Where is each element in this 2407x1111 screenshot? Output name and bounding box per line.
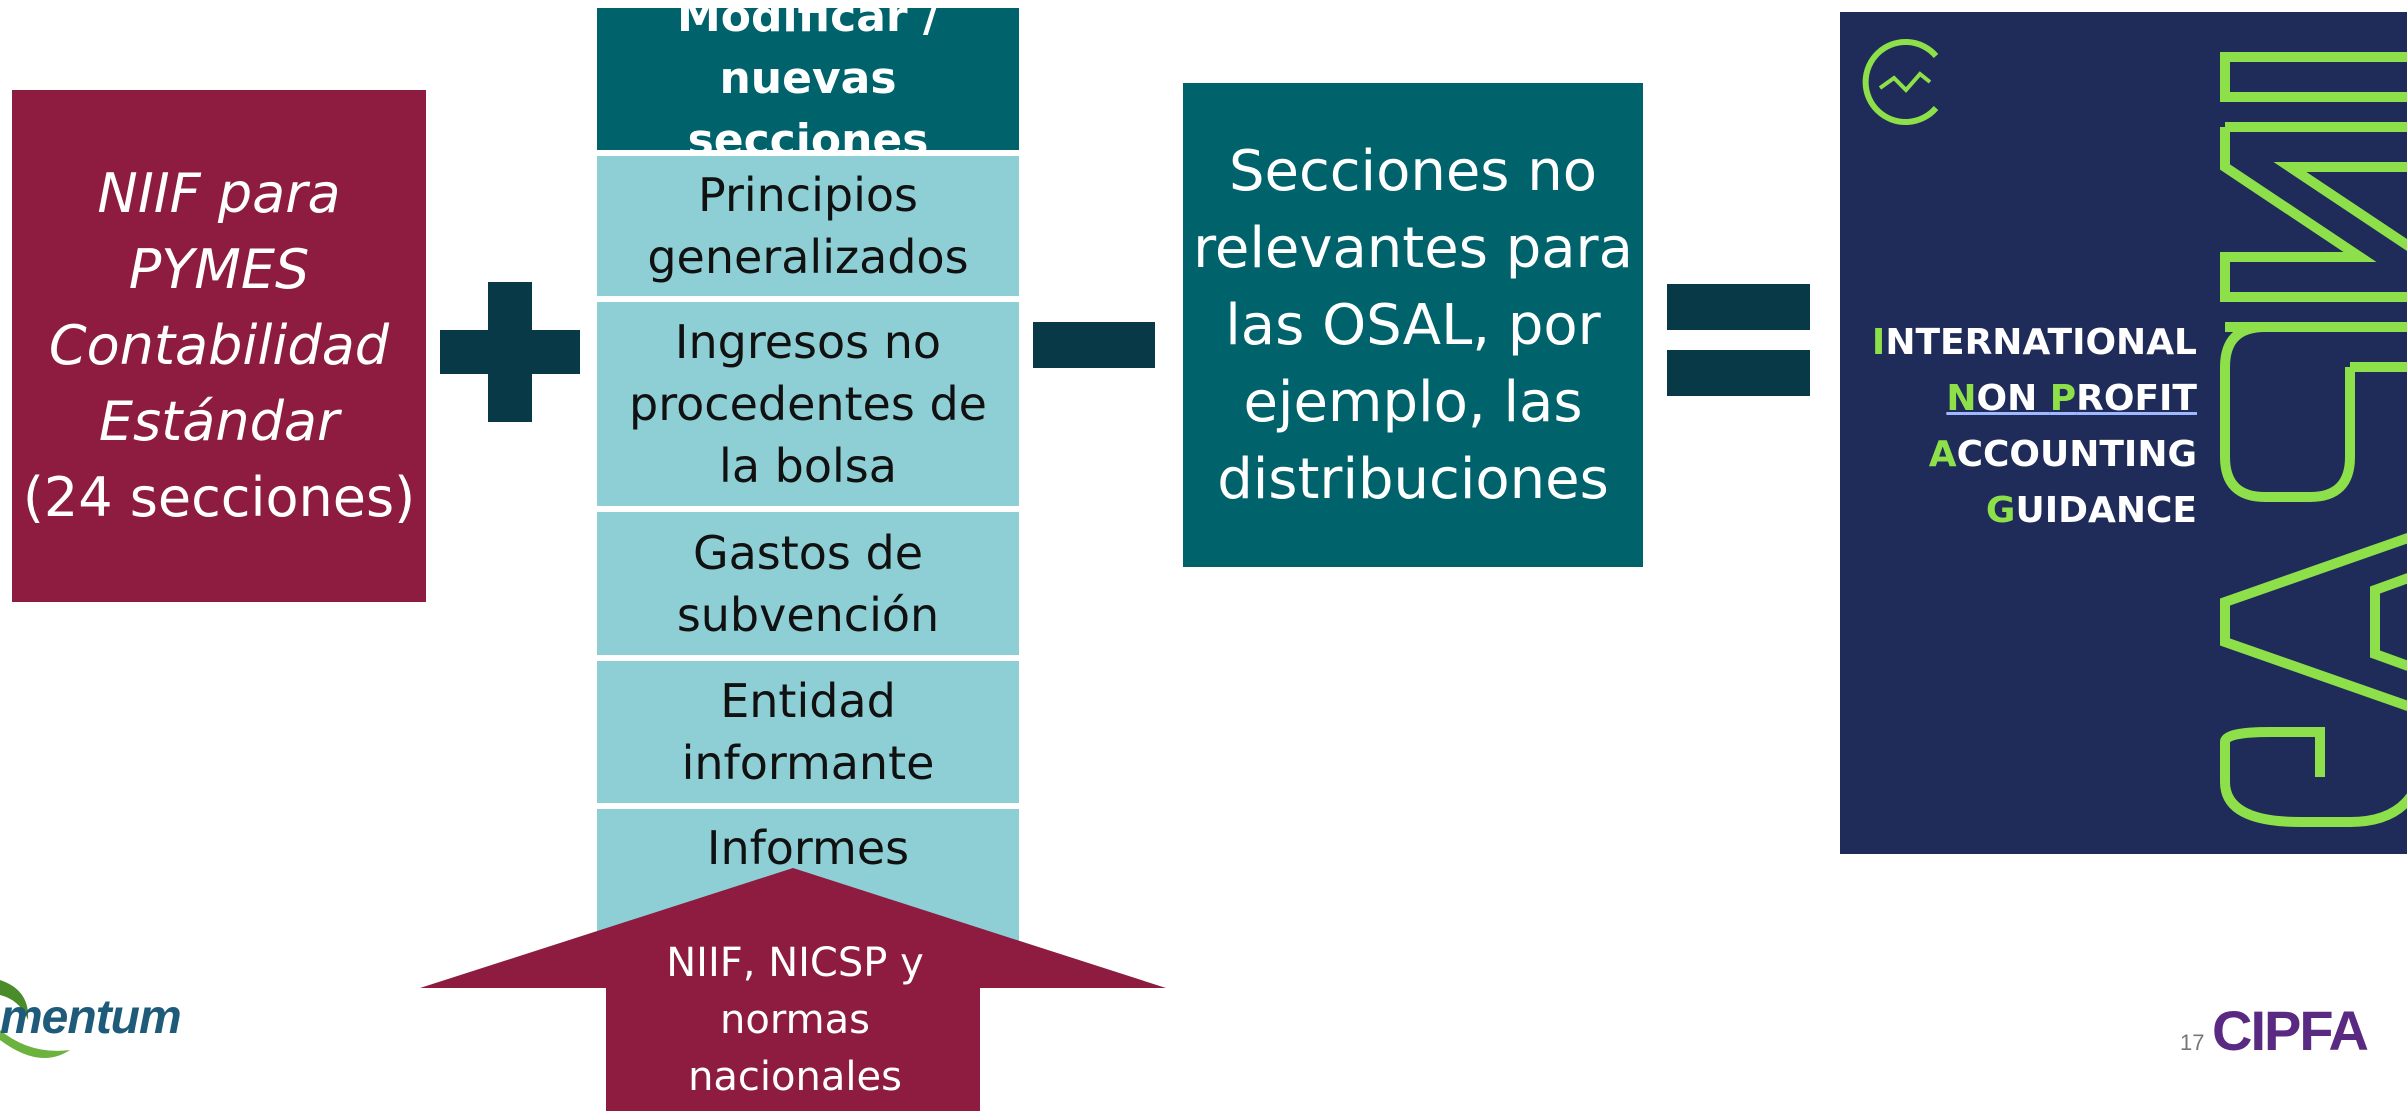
section-item-label: Ingresos no procedentes de la bolsa — [629, 315, 987, 493]
non-relevant-sections-box: Secciones no relevantes para las OSAL, p… — [1183, 83, 1643, 567]
inpag-initial: I — [1871, 322, 1886, 363]
inpag-word: UIDANCE — [2015, 490, 2197, 531]
page-number: 17 — [2180, 1030, 2205, 1055]
section-item-label: Informes — [706, 821, 910, 875]
section-item: Entidad informante — [597, 661, 1019, 803]
niif-line-5: (24 secciones) — [22, 466, 416, 529]
plus-sign-vertical — [488, 282, 532, 422]
equals-sign-bottom — [1667, 350, 1810, 396]
inpag-title: INTERNATIONAL NON PROFIT ACCOUNTING GUID… — [1872, 315, 2197, 539]
inpag-word: NTERNATIONAL — [1885, 322, 2197, 363]
momentum-leaf-icon — [0, 980, 70, 1058]
momentum-logo-text: mentum — [0, 991, 182, 1044]
niif-line-4: Estándar — [98, 390, 340, 453]
inpag-cover-image: INTERNATIONAL NON PROFIT ACCOUNTING GUID… — [1840, 12, 2407, 854]
equals-sign-top — [1667, 284, 1810, 330]
inpag-word: ON — [1976, 378, 2050, 419]
arrow-label: NIIF, NICSP y normas nacionales — [666, 940, 924, 1100]
section-item-label: Principios generalizados — [647, 168, 969, 284]
inpag-initial: G — [1985, 490, 2016, 531]
niif-line-1: NIIF para — [97, 162, 341, 225]
up-arrow-shape — [420, 868, 1166, 1111]
niif-line-2: PYMES — [128, 238, 310, 301]
inpag-initial: P — [2049, 378, 2077, 419]
inpag-initial: N — [1946, 378, 1977, 419]
minus-sign — [1033, 322, 1155, 368]
section-item: Gastos de subvención — [597, 512, 1019, 655]
niif-pymes-box: NIIF para PYMES Contabilidad Estándar (2… — [12, 90, 426, 602]
cipfa-logo: CIPFA — [2212, 999, 2369, 1062]
section-item-label: Entidad informante — [681, 674, 935, 790]
niif-line-3: Contabilidad — [48, 314, 390, 377]
inpag-vertical-letters — [2220, 52, 2407, 827]
section-item-label: Gastos de subvención — [676, 525, 940, 642]
inpag-word: CCOUNTING — [1956, 434, 2197, 475]
chart-circle-icon — [1862, 39, 1939, 125]
modify-sections-header: Modificar / nuevas secciones — [597, 0, 1019, 166]
section-item: Ingresos no procedentes de la bolsa — [597, 302, 1019, 506]
inpag-initial: A — [1928, 434, 1957, 475]
inpag-word: ROFIT — [2076, 378, 2197, 419]
section-item: Principios generalizados — [597, 156, 1019, 296]
